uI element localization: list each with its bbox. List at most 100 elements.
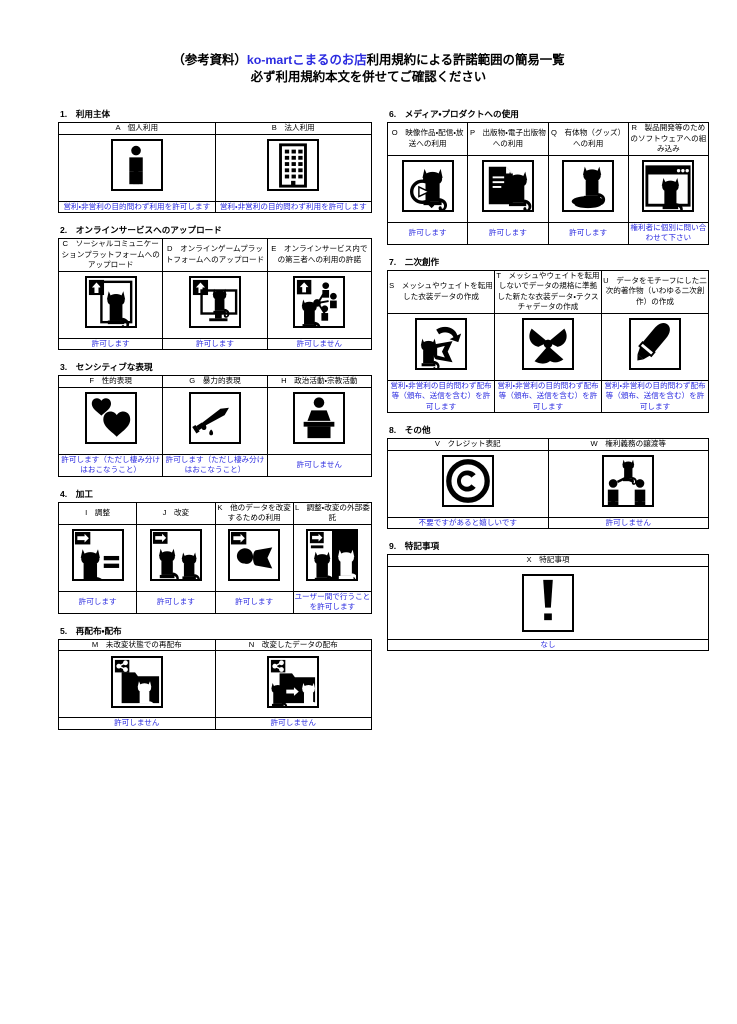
item-icon-cell-d <box>162 270 268 339</box>
item-icon-cell-n <box>214 650 372 718</box>
item-icon-cell-g <box>162 386 268 455</box>
item-icon-cell-m <box>58 650 216 718</box>
folder-share-icon <box>110 655 163 708</box>
item-note-q: 許可します <box>547 221 629 245</box>
section-9: 9. 特記事項 X 特記事項なし <box>387 540 709 651</box>
cat-two-icon <box>149 529 202 581</box>
cat-play-icon <box>401 160 454 212</box>
item-icon-cell-t <box>494 312 602 381</box>
item-icon-cell-r <box>627 154 710 223</box>
item-header-v: V クレジット表記 <box>387 438 549 451</box>
cat-recycle-icon <box>415 318 467 370</box>
item-note-d: 許可します <box>162 337 268 350</box>
section-2: 2. オンラインサービスへのアップロード C ソーシャルコミュニケーションプラット… <box>57 224 373 350</box>
section-heading: 6. メディア・プロダクトへの使用 <box>389 109 519 119</box>
table-note-row: 許可します許可します許可しません <box>57 337 373 350</box>
item-header-r: R 製品開発等のためのソフトウェアへの組み込み <box>627 122 710 156</box>
hearts-icon <box>84 392 137 444</box>
item-note-i: 許可します <box>57 590 138 614</box>
table-note-row: なし <box>387 638 709 651</box>
item-note-r: 権利者に個別に問い合わせて下さい <box>627 221 710 245</box>
section-heading: 3. センシティブな表現 <box>60 362 153 372</box>
table-icon-row <box>57 523 373 592</box>
item-header-f: F 性的表現 <box>57 375 164 388</box>
table-icon-row <box>387 565 709 640</box>
document-title: （参考資料）ko-martこまるのお店利用規約による許諾範囲の簡易一覧 必ず利用… <box>0 52 737 86</box>
copyright-icon <box>441 455 494 507</box>
item-header-u: U データをモチーフにした二次的著作物（いわゆる二次創作）の作成 <box>601 269 709 314</box>
section-heading: 5. 再配布・配布 <box>60 625 122 636</box>
item-icon-cell-q <box>547 154 629 223</box>
item-icon-cell-f <box>57 386 164 455</box>
cat-share-people-icon <box>293 276 346 328</box>
item-note-b: 営利・非営利の目的問わず利用を許可します <box>214 200 372 213</box>
cat-equals-icon <box>71 529 124 581</box>
cat-monitor-upload-icon <box>188 276 241 328</box>
item-note-f: 許可します（ただし棲み分けはおこなうこと） <box>57 453 164 477</box>
cat-morph-icon <box>228 529 281 581</box>
section-heading: 4. 加工 <box>60 488 93 499</box>
cat-paper-icon <box>481 160 534 212</box>
item-header-b: B 法人利用 <box>214 122 372 135</box>
title-suffix: 利用規約による許諾範囲の簡易一覧 <box>366 53 565 67</box>
item-icon-cell-v <box>387 449 549 518</box>
item-note-a: 営利・非営利の目的問わず利用を許可します <box>58 200 216 213</box>
section-heading: 7. 二次創作 <box>389 256 440 267</box>
item-note-v: 不要ですがあると嬉しいです <box>387 516 549 529</box>
item-icon-cell-c <box>57 270 164 339</box>
section-heading: 8. その他 <box>389 425 431 435</box>
section-heading: 1. 利用主体 <box>60 109 111 119</box>
item-note-g: 許可します（ただし棲み分けはおこなうこと） <box>162 453 268 477</box>
cat-outsource-icon <box>306 529 359 581</box>
exclamation-icon <box>522 573 574 632</box>
item-note-c: 許可します <box>57 337 164 350</box>
item-note-o: 許可します <box>386 221 469 245</box>
item-header-w: W 権利義務の譲渡等 <box>547 438 709 451</box>
item-header-q: Q 有体物（グッズ）への利用 <box>547 122 629 156</box>
ribbon-icon <box>522 318 574 370</box>
item-note-j: 許可します <box>136 590 216 614</box>
table-note-row: 営利・非営利の目的問わず配布等（頒布、送信を含む）を許可します営利・非営利の目的… <box>387 379 709 413</box>
table-note-row: 許可しません許可しません <box>58 717 372 730</box>
cat-window-icon <box>642 160 695 212</box>
item-header-l: L 調整・改変の外部委託 <box>292 501 373 525</box>
item-note-u: 営利・非営利の目的問わず配布等（頒布、送信を含む）を許可します <box>601 379 709 413</box>
item-header-t: T メッシュやウェイトを転用しないでデータの規格に準拠した新たな衣装データ・テク… <box>494 269 602 314</box>
item-header-o: O 映像作品・配信・放送への利用 <box>386 122 469 156</box>
item-icon-cell-o <box>386 154 469 223</box>
title-line-1: （参考資料）ko-martこまるのお店利用規約による許諾範囲の簡易一覧 <box>0 52 737 69</box>
knife-icon <box>188 392 241 444</box>
section-heading: 2. オンラインサービスへのアップロード <box>60 225 222 235</box>
item-header-s: S メッシュやウェイトを転用した衣装データの作成 <box>387 269 495 314</box>
table-header-row: X 特記事項 <box>387 554 709 567</box>
brand-name: ko-martこまるのお店 <box>246 53 367 67</box>
table-note-row: 許可します許可します許可しますユーザー間で行うことを許可します <box>57 590 373 614</box>
section-heading: 9. 特記事項 <box>389 541 440 551</box>
item-header-x: X 特記事項 <box>387 554 709 567</box>
table-icon-row <box>58 133 372 202</box>
item-icon-cell-b <box>214 133 372 202</box>
table-note-row: 許可します（ただし棲み分けはおこなうこと）許可します（ただし棲み分けはおこなうこ… <box>57 453 373 477</box>
handover-people-icon <box>602 455 655 507</box>
item-icon-cell-u <box>601 312 709 381</box>
item-icon-cell-l <box>292 523 373 592</box>
